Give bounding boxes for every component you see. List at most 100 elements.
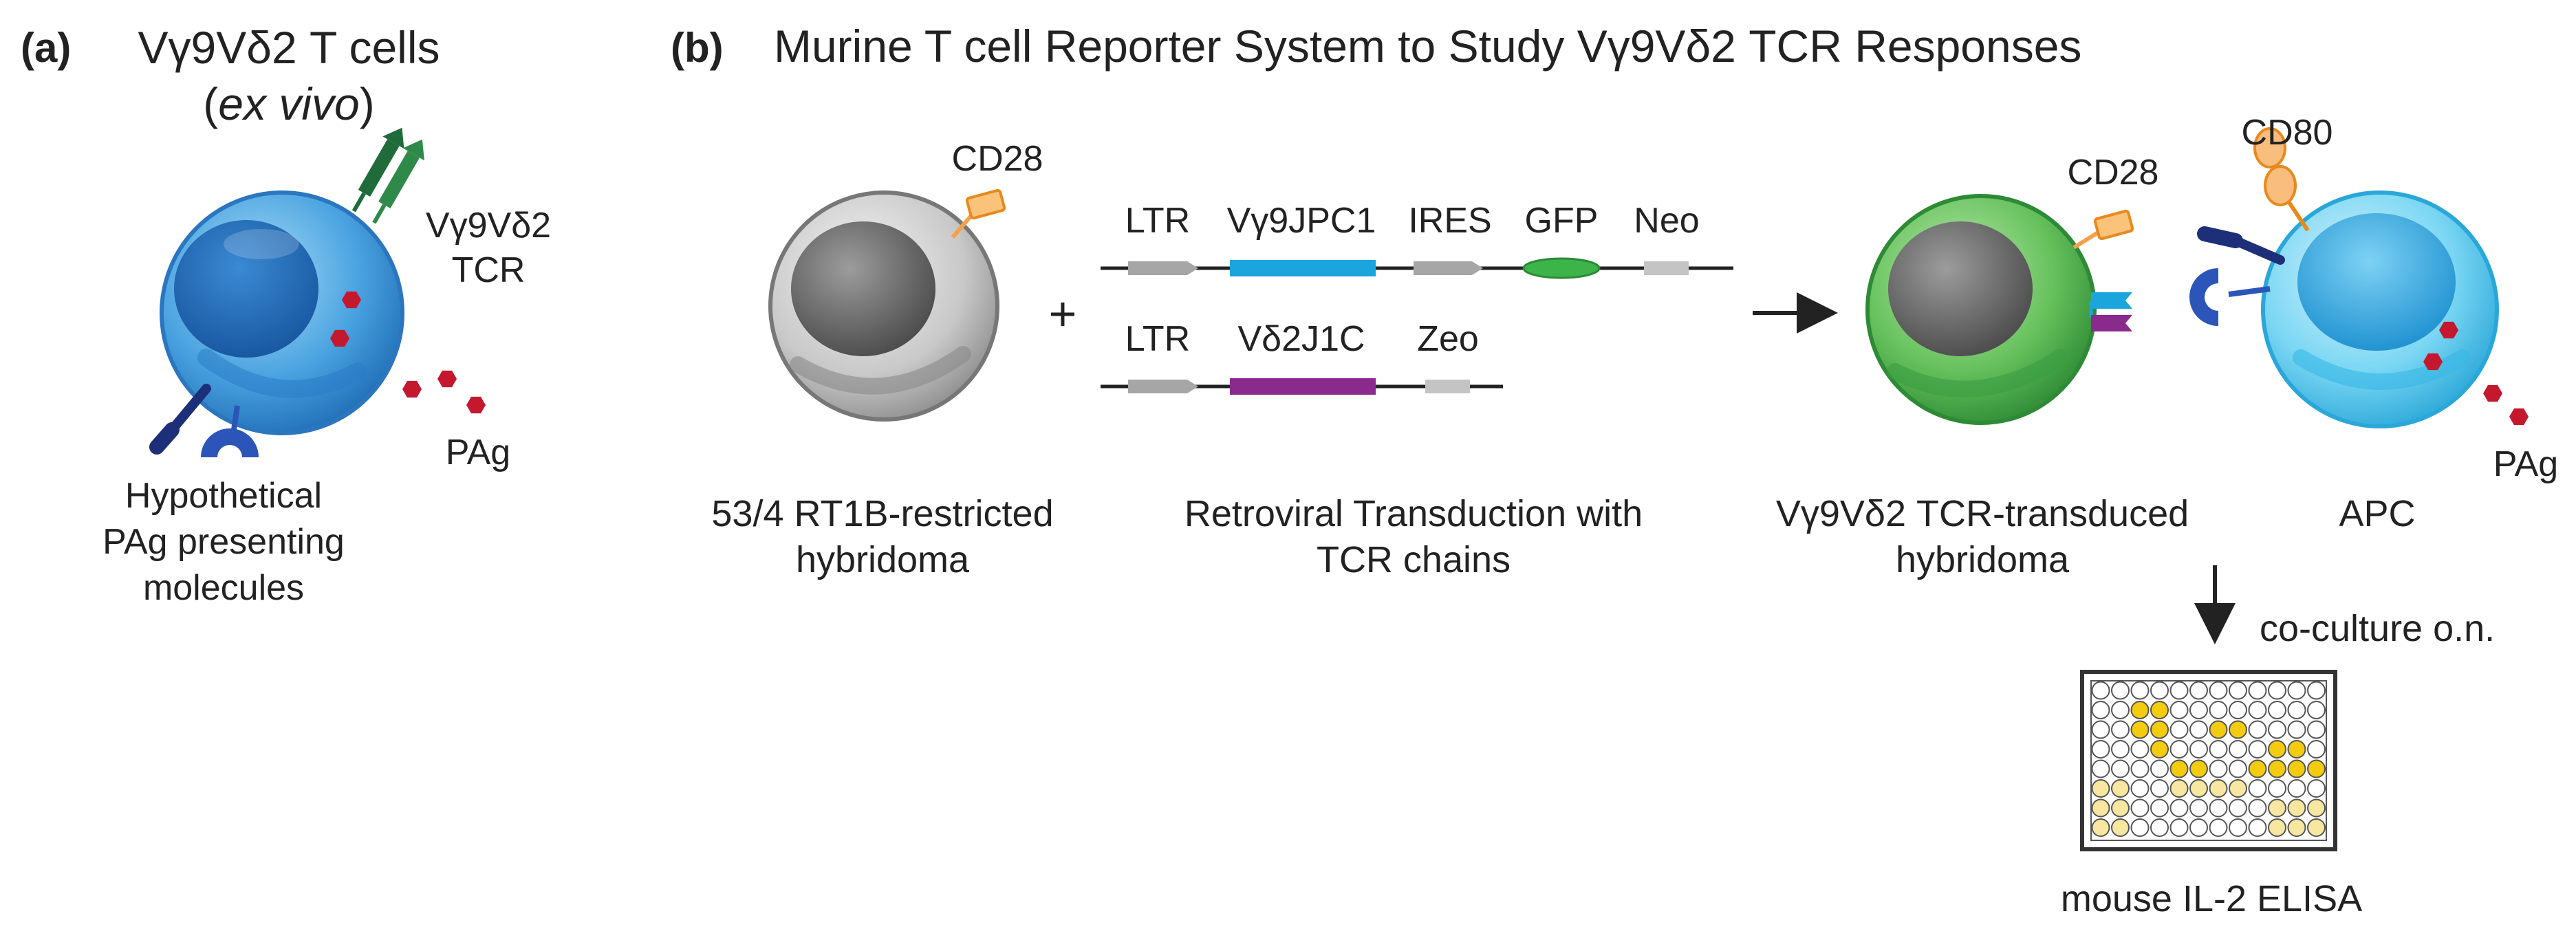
plate-well xyxy=(2111,818,2130,837)
construct-1 xyxy=(1101,257,1733,279)
plate-well xyxy=(2248,818,2267,837)
plate-well xyxy=(2307,701,2326,719)
plate-well xyxy=(2268,759,2286,778)
pag-hexagon-icon xyxy=(437,370,457,388)
apc-pag-label: PAg xyxy=(2493,444,2558,484)
plate-well xyxy=(2111,759,2130,778)
hybridoma-caption-line2: hybridoma xyxy=(796,539,970,580)
construct1-label-ires: IRES xyxy=(1408,201,1491,241)
plate-well xyxy=(2268,681,2286,700)
plate-well xyxy=(2209,681,2228,700)
transduction-caption-line1: Retroviral Transduction with xyxy=(1184,493,1643,534)
plate-well xyxy=(2229,759,2247,778)
plate-well xyxy=(2150,740,2169,759)
plate-well xyxy=(2111,681,2130,700)
plate-well xyxy=(2111,720,2130,739)
plate-well xyxy=(2268,779,2286,798)
plate-well xyxy=(2268,740,2286,759)
ltr-arrow-icon xyxy=(1128,380,1198,393)
plate-well xyxy=(2287,720,2306,739)
plate-well xyxy=(2150,798,2169,818)
plate-well xyxy=(2229,779,2247,798)
gfp-segment xyxy=(1522,257,1601,279)
plate-well xyxy=(2209,701,2228,719)
plate-well xyxy=(2268,798,2286,818)
plate-well xyxy=(2169,798,2189,818)
presenting-molecule-stick-icon xyxy=(149,384,211,455)
construct2-label-ltr: LTR xyxy=(1125,319,1190,359)
plate-well xyxy=(2229,798,2247,818)
plate-well xyxy=(2150,701,2169,719)
plate-well xyxy=(2209,759,2228,778)
neo-segment xyxy=(1644,261,1689,275)
plate-well xyxy=(2130,701,2150,719)
plate-well xyxy=(2130,779,2150,798)
presenting-molecule-cup-icon xyxy=(201,405,259,457)
plate-well xyxy=(2130,720,2150,739)
plus-sign: + xyxy=(1049,287,1077,340)
plate-well xyxy=(2189,779,2208,798)
pag-hexagon-icon xyxy=(2483,384,2502,402)
pag-hexagon-icon xyxy=(402,380,422,398)
tcr-label-line2: TCR xyxy=(452,250,526,290)
plate-well xyxy=(2111,701,2130,719)
plate-well xyxy=(2268,720,2286,739)
plate-well xyxy=(2287,759,2306,778)
transduced-caption-line2: hybridoma xyxy=(1896,539,2070,580)
plate-well xyxy=(2307,720,2326,739)
caption-line2: PAg presenting xyxy=(102,522,345,562)
plate-well xyxy=(2209,818,2228,837)
plate-well xyxy=(2091,740,2110,759)
construct-2 xyxy=(1101,378,1503,395)
caption-line3: molecules xyxy=(143,568,304,608)
plate-well xyxy=(2209,740,2228,759)
plate-well xyxy=(2091,681,2110,700)
ires-arrow-icon xyxy=(1414,261,1483,275)
plate-well xyxy=(2268,701,2286,719)
plate-well xyxy=(2150,720,2169,739)
plate-well xyxy=(2287,798,2306,818)
plate-well xyxy=(2229,818,2247,837)
plate-well xyxy=(2111,798,2130,818)
plate-well xyxy=(2091,798,2110,818)
pag-hexagon-icon xyxy=(2509,408,2529,426)
elisa-wells xyxy=(2091,681,2326,837)
cd80-label: CD80 xyxy=(2242,113,2333,153)
zeo-segment xyxy=(1425,380,1470,393)
plate-well xyxy=(2169,681,2189,700)
plate-well xyxy=(2130,798,2150,818)
panel-a-subtitle: (ex vivo) xyxy=(203,78,374,129)
plate-well xyxy=(2287,740,2306,759)
hybridoma-cell xyxy=(768,190,999,422)
plate-well xyxy=(2111,779,2130,798)
plate-well xyxy=(2307,740,2326,759)
panel-b-title: Murine T cell Reporter System to Study V… xyxy=(774,21,2081,72)
tcr-receptor-icon xyxy=(351,127,424,224)
plate-well xyxy=(2130,740,2150,759)
elisa-plate xyxy=(2080,670,2337,851)
hybridoma-caption-line1: 53/4 RT1B-restricted xyxy=(711,493,1053,534)
elisa-caption: mouse IL-2 ELISA xyxy=(2061,878,2362,919)
vd2j1c-segment xyxy=(1230,378,1376,395)
plate-well xyxy=(2150,779,2169,798)
plate-well xyxy=(2169,759,2189,778)
plate-well xyxy=(2248,798,2267,818)
construct1-label-neo: Neo xyxy=(1634,201,1699,241)
plate-well xyxy=(2307,818,2326,837)
plate-well xyxy=(2169,720,2189,739)
plate-well xyxy=(2229,701,2247,719)
plate-well xyxy=(2091,759,2110,778)
plate-well xyxy=(2248,759,2267,778)
apc-caption: APC xyxy=(2339,493,2415,534)
panel-a: (a) Vγ9Vδ2 T cells (ex vivo) Vγ9Vδ2 TCR xyxy=(21,22,551,608)
transduced-hybridoma-cell xyxy=(1865,194,2097,425)
plate-well xyxy=(2209,720,2228,739)
plate-well xyxy=(2130,818,2150,837)
plate-well xyxy=(2169,701,2189,719)
cd28-receptor-icon xyxy=(2072,209,2134,250)
plate-well xyxy=(2287,818,2306,837)
panel-a-title: Vγ9Vδ2 T cells xyxy=(138,22,440,73)
vg9jpc1-segment xyxy=(1230,260,1376,276)
pag-hexagon-icon xyxy=(466,396,486,414)
